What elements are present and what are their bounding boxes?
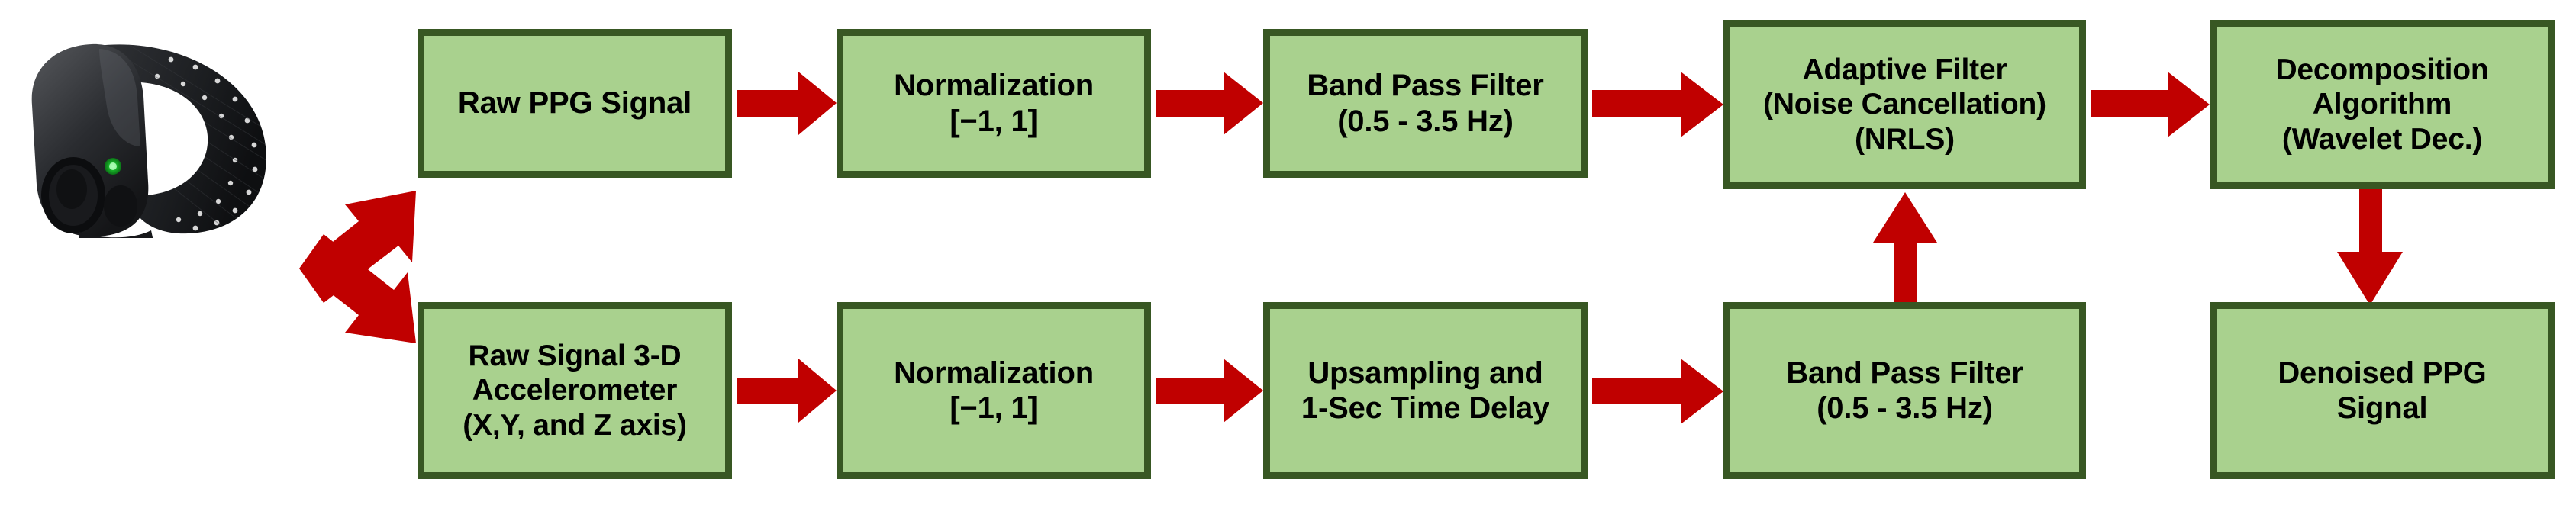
node-normalization-ppg[interactable]: Normalization [−1, 1] (837, 29, 1151, 178)
node-upsampling-time-delay[interactable]: Upsampling and 1-Sec Time Delay (1263, 302, 1588, 479)
connector-accelerometer-to-normalization (737, 359, 837, 423)
node-label: Raw Signal 3-D Accelerometer (X,Y, and Z… (463, 339, 687, 442)
node-band-pass-filter-ppg[interactable]: Band Pass Filter (0.5 - 3.5 Hz) (1263, 29, 1588, 178)
node-decomposition-algorithm[interactable]: Decomposition Algorithm (Wavelet Dec.) (2210, 20, 2555, 189)
connector-device-to-accelerometer (299, 234, 416, 343)
node-raw-signal-accelerometer[interactable]: Raw Signal 3-D Accelerometer (X,Y, and Z… (418, 302, 732, 479)
connector-normalization-to-bandpass-ppg (1156, 72, 1263, 135)
node-adaptive-filter-nrls[interactable]: Adaptive Filter (Noise Cancellation) (NR… (1723, 20, 2086, 189)
node-raw-ppg-signal[interactable]: Raw PPG Signal (418, 29, 732, 178)
connector-decomposition-to-denoised (2337, 189, 2403, 305)
node-denoised-ppg-signal[interactable]: Denoised PPG Signal (2210, 302, 2555, 479)
node-label: Adaptive Filter (Noise Cancellation) (NR… (1763, 53, 2046, 156)
connector-bandpass-to-adaptive-filter (1592, 72, 1723, 137)
node-label: Decomposition Algorithm (Wavelet Dec.) (2275, 53, 2489, 156)
connector-adaptive-to-decomposition (2091, 72, 2210, 137)
node-label: Denoised PPG Signal (2278, 355, 2487, 425)
node-label: Band Pass Filter (0.5 - 3.5 Hz) (1786, 355, 2023, 425)
node-label: Raw PPG Signal (457, 86, 692, 121)
wearable-wristband-device-image (6, 32, 304, 257)
connector-bandpass-acc-to-adaptive-filter (1873, 192, 1937, 302)
node-label: Normalization [−1, 1] (894, 355, 1094, 425)
connector-upsampling-to-bandpass-acc (1592, 359, 1723, 424)
connector-raw-ppg-to-normalization (737, 72, 837, 135)
connector-normalization-to-upsampling (1156, 359, 1263, 423)
node-label: Upsampling and 1-Sec Time Delay (1301, 355, 1550, 425)
node-band-pass-filter-accelerometer[interactable]: Band Pass Filter (0.5 - 3.5 Hz) (1723, 302, 2086, 479)
node-normalization-accelerometer[interactable]: Normalization [−1, 1] (837, 302, 1151, 479)
node-label: Normalization [−1, 1] (894, 69, 1094, 138)
node-label: Band Pass Filter (0.5 - 3.5 Hz) (1307, 69, 1544, 138)
